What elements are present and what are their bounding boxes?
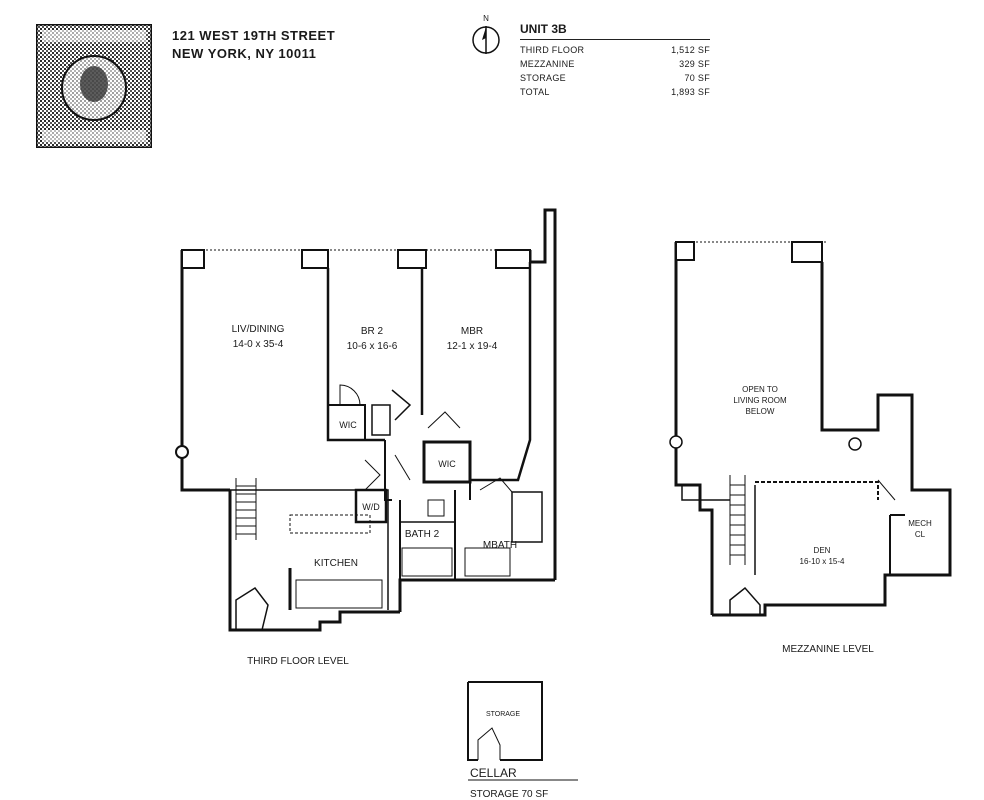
- area-row-mezzanine: MEZZANINE 329 SF: [520, 57, 710, 71]
- area-value: 1,512 SF: [671, 45, 710, 55]
- room-label-wic-small: WIC: [339, 420, 357, 430]
- unit-title-underline: [520, 39, 710, 40]
- level-label-mezzanine: MEZZANINE LEVEL: [782, 644, 874, 655]
- unit-area-table: UNIT 3B THIRD FLOOR 1,512 SF MEZZANINE 3…: [520, 22, 710, 99]
- mezz-label-open-1: OPEN TO: [742, 385, 778, 394]
- north-arrow-icon: N: [472, 14, 500, 54]
- compass-letter: N: [483, 14, 489, 23]
- room-label-mbath: MBATH: [483, 540, 517, 551]
- area-value: 329 SF: [679, 59, 710, 69]
- area-label: THIRD FLOOR: [520, 45, 585, 55]
- area-row-total: TOTAL 1,893 SF: [520, 85, 710, 99]
- mezz-label-open-2: LIVING ROOM: [733, 396, 787, 405]
- room-label-mbr: MBR: [461, 326, 483, 337]
- room-label-mech-2: CL: [915, 530, 926, 539]
- room-dims-living: 14-0 x 35-4: [233, 339, 284, 350]
- area-value: 70 SF: [684, 73, 710, 83]
- area-row-storage: STORAGE 70 SF: [520, 71, 710, 85]
- unit-title: UNIT 3B: [520, 22, 567, 36]
- room-label-den: DEN: [814, 546, 831, 555]
- room-label-wd: W/D: [362, 502, 380, 512]
- room-dims-mbr: 12-1 x 19-4: [447, 341, 498, 352]
- area-value: 1,893 SF: [671, 87, 710, 97]
- room-label-br2: BR 2: [361, 326, 384, 337]
- area-label: TOTAL: [520, 87, 550, 97]
- address-line-2: NEW YORK, NY 10011: [172, 46, 317, 61]
- building-logo: [36, 24, 152, 148]
- cellar-plan: [467, 681, 578, 781]
- address-line-1: 121 WEST 19TH STREET: [172, 28, 336, 43]
- room-label-bath2: BATH 2: [405, 529, 440, 540]
- cellar-room-label: STORAGE: [486, 711, 520, 718]
- level-label-third-floor: THIRD FLOOR LEVEL: [247, 656, 349, 667]
- room-label-wic-mbr: WIC: [438, 459, 456, 469]
- room-label-mech-1: MECH: [908, 519, 932, 528]
- room-dims-br2: 10-6 x 16-6: [347, 341, 398, 352]
- room-label-living: LIV/DINING: [232, 324, 285, 335]
- mezzanine-plan: [669, 241, 952, 617]
- mezz-label-open-3: BELOW: [746, 407, 775, 416]
- room-dims-den: 16-10 x 15-4: [800, 557, 845, 566]
- third-floor-plan: [175, 208, 557, 632]
- room-label-kitchen: KITCHEN: [314, 558, 358, 569]
- area-label: STORAGE: [520, 73, 566, 83]
- cellar-title: CELLAR: [470, 766, 517, 780]
- cellar-subtitle: STORAGE 70 SF: [470, 789, 548, 800]
- area-row-third-floor: THIRD FLOOR 1,512 SF: [520, 43, 710, 57]
- area-label: MEZZANINE: [520, 59, 575, 69]
